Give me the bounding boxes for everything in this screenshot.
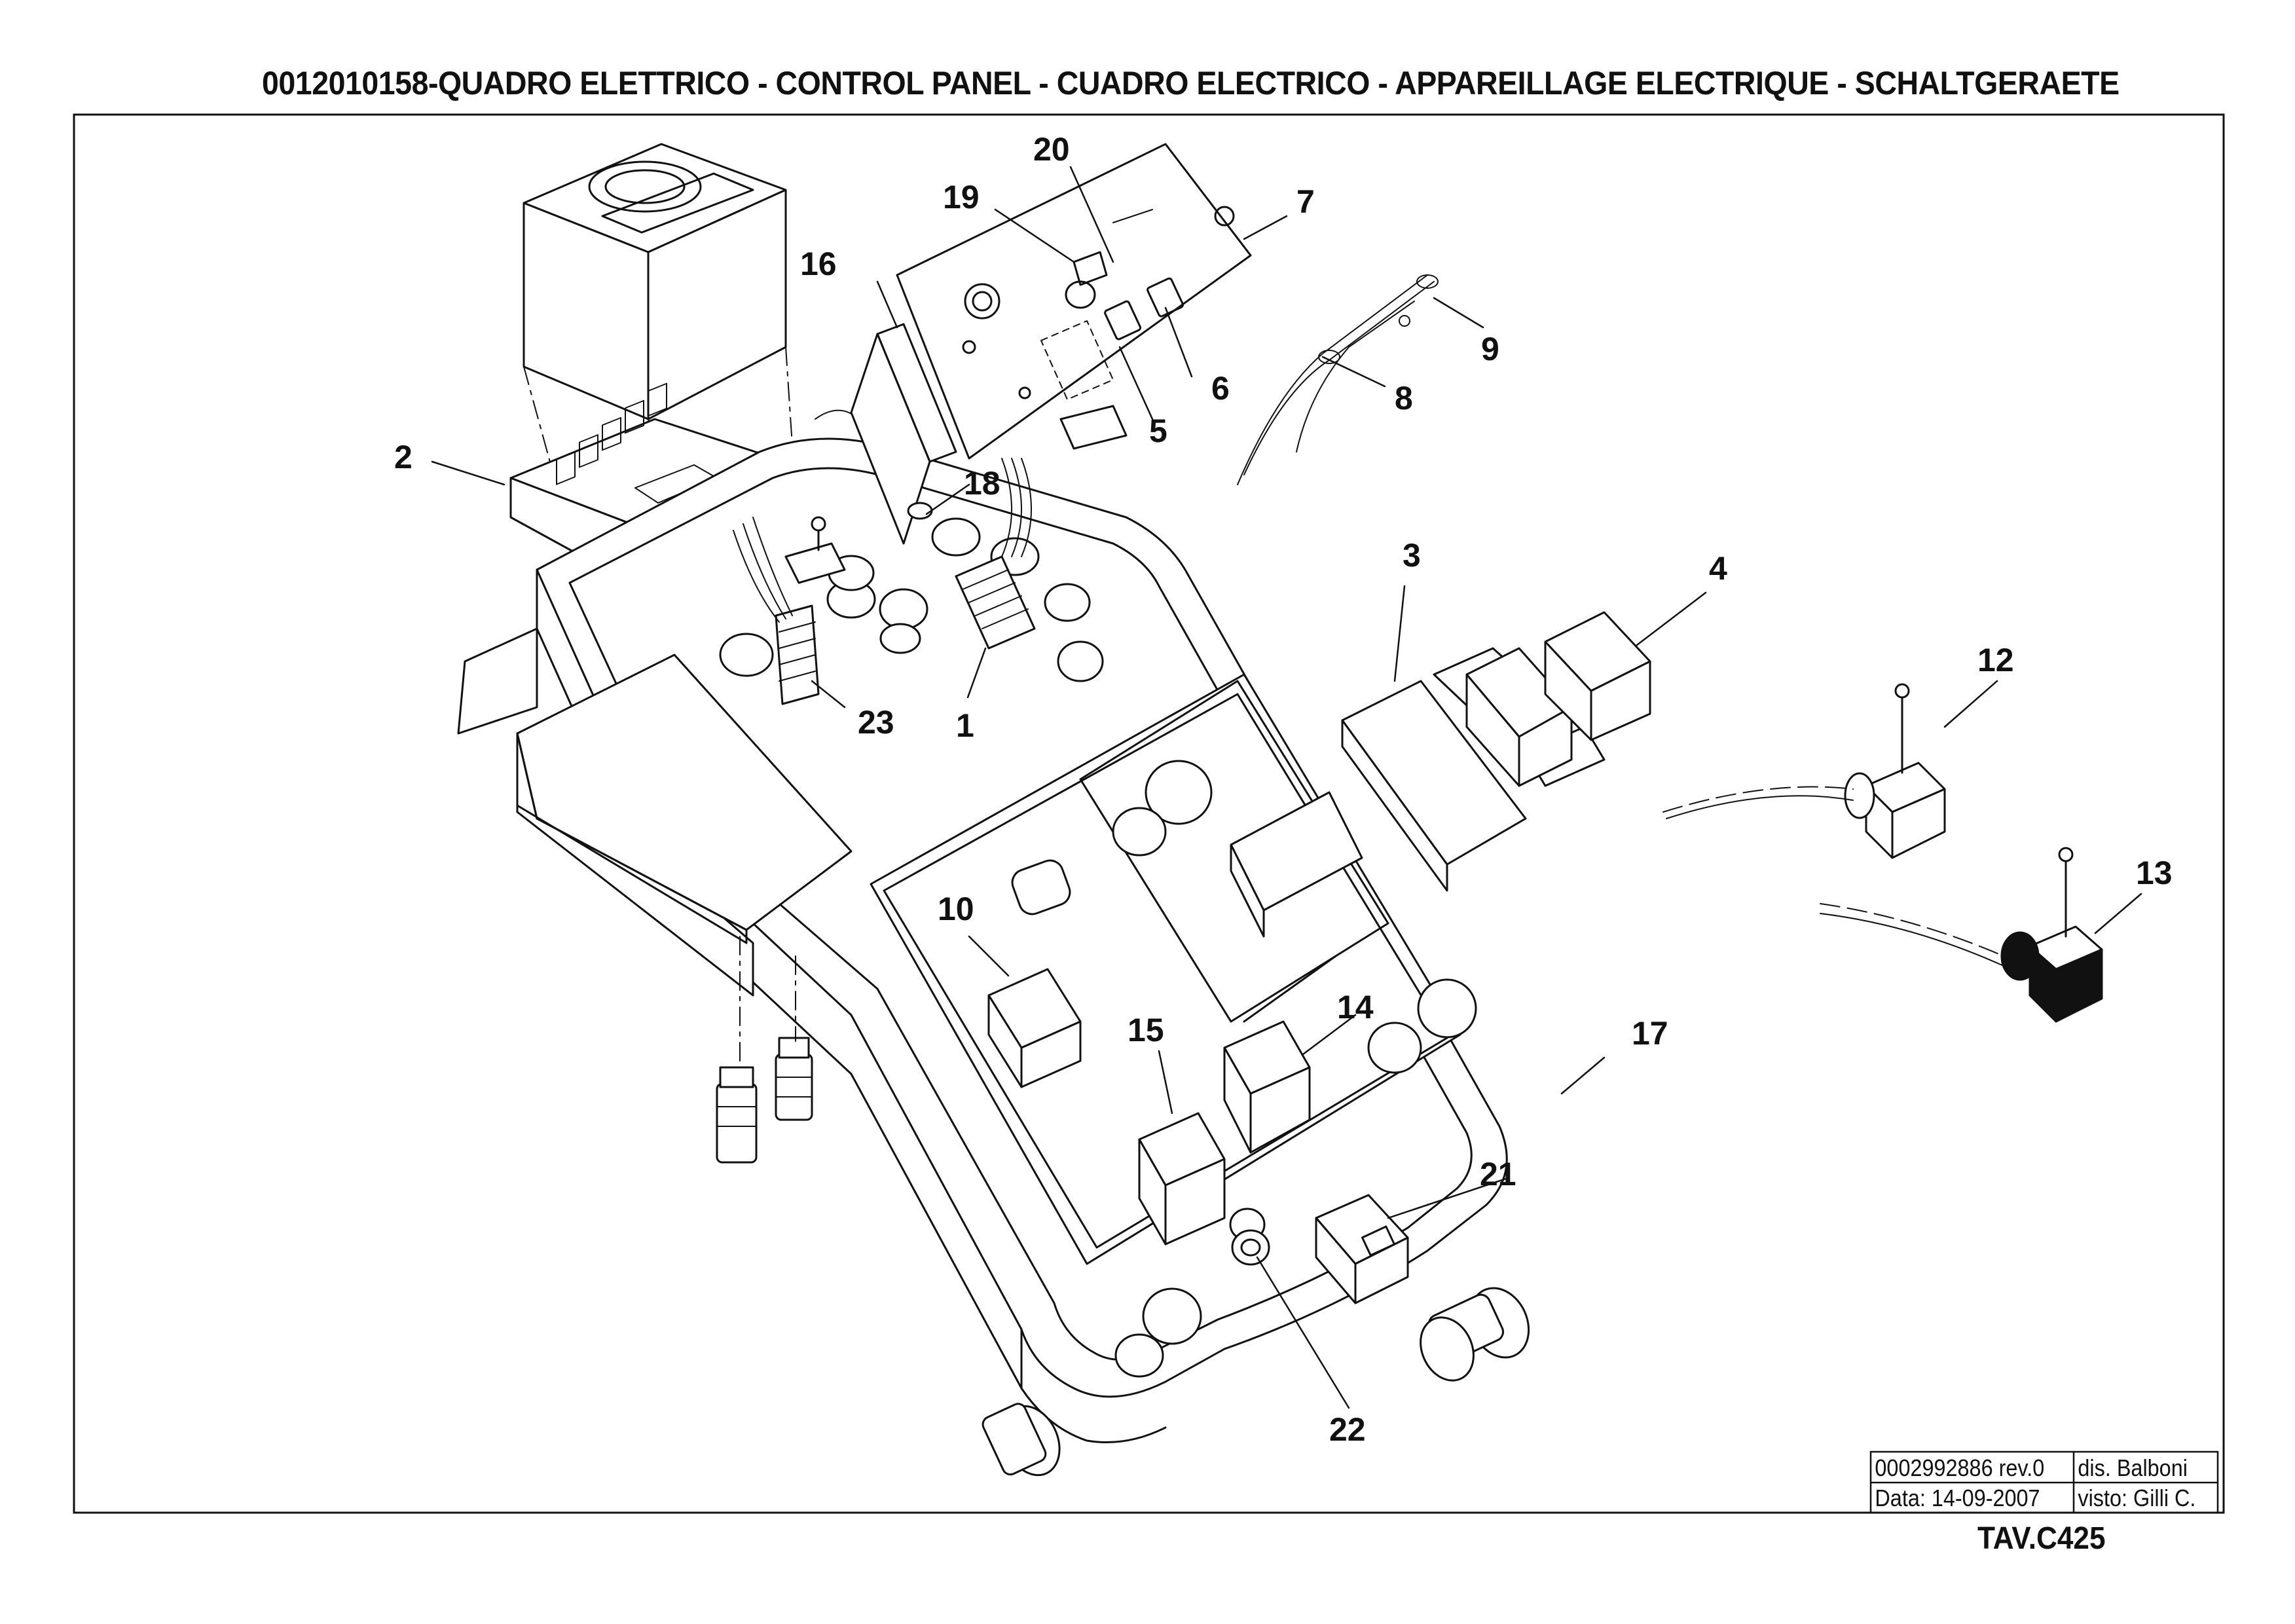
terminal-strip-1 bbox=[955, 555, 1036, 650]
callout-16: 16 bbox=[800, 246, 837, 282]
callout-14: 14 bbox=[1337, 989, 1374, 1025]
callout-15: 15 bbox=[1128, 1012, 1164, 1048]
callout-21: 21 bbox=[1480, 1156, 1516, 1192]
connector-cable-13 bbox=[1820, 903, 2004, 957]
title-block-grid bbox=[1869, 1450, 2219, 1514]
callout-20: 20 bbox=[1033, 131, 1070, 168]
callout-22: 22 bbox=[1329, 1411, 1366, 1448]
connector-cable-13b bbox=[1820, 913, 2004, 967]
callout-5: 5 bbox=[1149, 413, 1167, 449]
callout-18: 18 bbox=[964, 465, 1001, 502]
relay-10 bbox=[987, 859, 1082, 1088]
connector-cable-12 bbox=[1662, 786, 1854, 813]
bottom-cable-glands bbox=[982, 1287, 1530, 1477]
drawn-by: dis. Balboni bbox=[2078, 1454, 2188, 1481]
drawing-frame bbox=[73, 113, 2225, 1514]
front-control-panel bbox=[896, 143, 1252, 460]
sheet-id: TAV.C425 bbox=[1977, 1521, 2106, 1556]
upper-terminal-block bbox=[1230, 791, 1363, 938]
valve-connector-12 bbox=[1844, 683, 1946, 859]
callout-17: 17 bbox=[1632, 1015, 1668, 1052]
callout-13: 13 bbox=[2136, 855, 2173, 891]
callout-7: 7 bbox=[1296, 183, 1315, 220]
callout-leaders bbox=[431, 166, 2142, 1409]
enclosure-cover bbox=[523, 143, 787, 420]
terminal-connector-14 bbox=[1223, 1020, 1311, 1154]
callout-6: 6 bbox=[1211, 370, 1230, 407]
valve-connector-13 bbox=[2000, 847, 2103, 1023]
callout-9: 9 bbox=[1481, 331, 1499, 367]
callout-10: 10 bbox=[938, 891, 974, 927]
callout-1: 1 bbox=[956, 707, 974, 744]
panel-cables bbox=[1237, 274, 1439, 485]
switch-bracket bbox=[850, 323, 957, 545]
panel-hinge-bracket bbox=[1059, 405, 1128, 450]
callout-numbers: 1 2 3 4 5 6 7 8 9 10 12 13 14 15 16 17 1… bbox=[394, 131, 2173, 1448]
earth-bracket bbox=[784, 502, 933, 584]
relay-module bbox=[1465, 611, 1651, 787]
callout-8: 8 bbox=[1395, 380, 1413, 416]
callout-23: 23 bbox=[858, 704, 894, 741]
connector-21 bbox=[1315, 1194, 1409, 1304]
drawing-date: Data: 14-09-2007 bbox=[1875, 1485, 2040, 1511]
terminal-connector-15 bbox=[1138, 1112, 1226, 1246]
checked-by: visto: Gilli C. bbox=[2078, 1485, 2196, 1511]
fuse-holder-22 bbox=[1231, 1229, 1270, 1266]
drawing-title: 0012010158-QUADRO ELETTRICO - CONTROL PA… bbox=[262, 65, 2120, 101]
fitting-assembly-axis bbox=[739, 936, 796, 1068]
drawing-number: 0002992886 rev.0 bbox=[1875, 1454, 2045, 1481]
callout-3: 3 bbox=[1403, 537, 1421, 574]
callout-12: 12 bbox=[1977, 642, 2014, 678]
connector-cable-12b bbox=[1666, 795, 1854, 819]
callout-19: 19 bbox=[943, 179, 980, 215]
callout-2: 2 bbox=[394, 439, 413, 475]
cable-gland-fittings bbox=[716, 1037, 813, 1164]
terminal-strip-23 bbox=[775, 604, 820, 705]
callout-4: 4 bbox=[1709, 550, 1727, 587]
